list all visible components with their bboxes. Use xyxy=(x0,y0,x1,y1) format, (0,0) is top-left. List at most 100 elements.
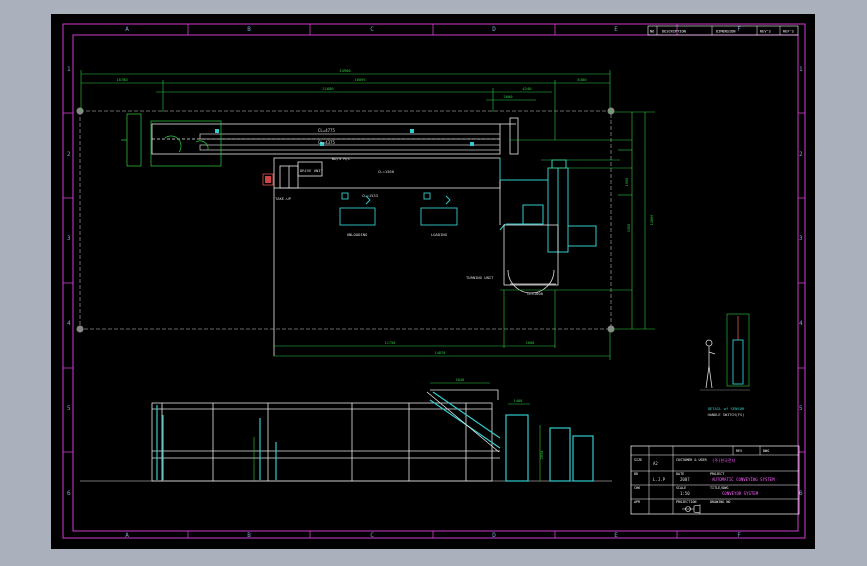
drive-unit-label: DRIVE UNIT xyxy=(300,168,324,173)
title-block-label: CHK xyxy=(634,486,641,490)
title-block-label: SCALE xyxy=(676,486,686,490)
revision-header: DESCRIPTION xyxy=(662,30,686,34)
revision-header: DIMENSION xyxy=(716,30,735,34)
dimension-total: 14870 xyxy=(435,351,446,355)
dimension-value: 4240 xyxy=(522,86,532,91)
plan-view: 34900 10780 16095 8300 21680 4240 2600 C… xyxy=(76,68,655,360)
revision-header: REF'S xyxy=(783,30,794,34)
dimension-lines-bottom xyxy=(274,290,611,360)
grid-col-label: D xyxy=(492,26,496,33)
drawing-sheet xyxy=(51,14,815,549)
title-block-label: CUSTOMER & USER xyxy=(676,458,708,462)
left-loop xyxy=(121,113,222,167)
dimension-lines-right xyxy=(500,111,655,330)
title-block-label: TITLE/DWG xyxy=(710,486,728,490)
title-block-label: PROJECT xyxy=(710,472,724,476)
grid-row-label: 4 xyxy=(799,320,803,327)
column-marker xyxy=(76,325,84,333)
grid-col-label: E xyxy=(614,532,618,539)
loading-station xyxy=(420,207,458,226)
unloading-station xyxy=(339,207,376,226)
dimension-value: 5040 xyxy=(456,378,465,382)
scale-value: 1:50 xyxy=(680,491,690,496)
drawing-title: CONVEYOR SYSTEM xyxy=(722,491,759,496)
elevation-view: 5040 1400 2854 xyxy=(80,378,612,482)
grid-col-label: C xyxy=(370,26,374,33)
grid-row-label: 1 xyxy=(799,66,803,73)
grid-row-label: 4 xyxy=(67,320,71,327)
belt-length-label: CL=1560 xyxy=(378,169,395,174)
grid-row-label: 2 xyxy=(67,151,71,158)
belt-length-label: CL=1600 xyxy=(527,291,544,296)
grid-col-label: F xyxy=(737,532,741,539)
dimension-value: 13860 xyxy=(650,215,654,226)
grid-rows-right: 1 2 3 4 5 6 xyxy=(799,66,803,497)
conveyor-upper-markers xyxy=(215,129,474,146)
grid-col-label: A xyxy=(125,26,129,33)
revision-header: REV'S xyxy=(760,30,771,34)
drive-labels: BD/3 M/C DRIVE UNIT TAKE-UP CL=1560 CL=1… xyxy=(275,156,395,201)
column-marker xyxy=(76,107,84,115)
dimension-value: 2854 xyxy=(540,451,544,460)
revision-header: NO xyxy=(650,30,654,34)
elevation-structure xyxy=(151,402,500,482)
detail-caption: DETAIL of SENSOR xyxy=(708,406,745,411)
grid-row-label: 6 xyxy=(799,490,803,497)
grid-row-label: 6 xyxy=(67,490,71,497)
grid-col-label: C xyxy=(370,532,374,539)
title-block-label: DATE xyxy=(676,472,684,476)
grid-row-label: 2 xyxy=(799,151,803,158)
title-block-label: DRAWING NO xyxy=(710,500,730,504)
station-labels: UNLOADING LOADING xyxy=(347,232,448,237)
grid-col-label: A xyxy=(125,532,129,539)
take-up-unit-fill xyxy=(265,176,271,183)
belt-labels: CL=4775 CL=4375 xyxy=(318,128,335,145)
dimension-lines-top xyxy=(80,70,611,140)
operator-figure xyxy=(705,339,716,389)
projection-symbol xyxy=(682,504,701,514)
title-block-label: PROJECTION xyxy=(676,500,696,504)
date-value: 2007 xyxy=(680,477,690,482)
stations xyxy=(339,192,458,226)
grid-columns-bottom: A B C D E F xyxy=(125,532,741,539)
loading-label: LOADING xyxy=(431,232,448,237)
elevation-dims xyxy=(253,382,541,481)
dimension-value: 1500 xyxy=(625,178,629,187)
title-block-label: DR xyxy=(634,472,639,476)
grid-rows-left: 1 2 3 4 5 6 xyxy=(67,66,71,497)
project-name: AUTOMATIC CONVEYING SYSTEM xyxy=(712,477,775,482)
dimension-value: 16095 xyxy=(354,77,365,82)
dimension-overall: 34900 xyxy=(339,68,351,73)
grid-ticks xyxy=(63,24,805,538)
sensor-detail: DETAIL of SENSOR HANDLE SWITCH(FS) xyxy=(700,313,750,417)
customer-name: (주)한국전자 xyxy=(712,457,736,463)
elevation-dim-text: 5040 1400 2854 xyxy=(456,378,544,459)
dimension-value: 3300 xyxy=(627,224,631,233)
grid-row-label: 5 xyxy=(799,405,803,412)
grid-col-label: B xyxy=(247,532,251,539)
dimension-value: 2600 xyxy=(503,94,513,99)
conveyor-upper xyxy=(151,117,519,155)
detail-caption: HANDLE SWITCH(FS) xyxy=(708,413,745,417)
title-block-label: DWG xyxy=(763,449,769,453)
dimension-text-top: 34900 10780 16095 8300 21680 4240 2600 xyxy=(116,68,587,99)
column-marker xyxy=(607,107,615,115)
grid-col-label: B xyxy=(247,26,251,33)
belt-length-label: CL=4775 xyxy=(318,128,335,133)
grid-row-label: 1 xyxy=(67,66,71,73)
grid-col-label: E xyxy=(614,26,618,33)
elevation-inclined xyxy=(426,389,500,453)
grid-columns-top: A B C D E F xyxy=(125,26,741,33)
title-block-label: REV xyxy=(736,449,742,453)
title-block-label: SIZE xyxy=(634,458,642,462)
grid-row-label: 3 xyxy=(799,235,803,242)
grid-col-label: F xyxy=(737,26,741,33)
title-block: CUSTOMER & USER SIZE DATE PROJECT DR SCA… xyxy=(630,445,800,515)
revision-table: NO DESCRIPTION DIMENSION REV'S REF'S xyxy=(647,25,799,36)
dimension-value: 1400 xyxy=(514,399,523,403)
dimension-value: 2600 xyxy=(526,341,535,345)
dimension-text-bottom: 11750 2600 14870 xyxy=(385,341,535,355)
turning-unit-label: TURNING UNIT xyxy=(466,275,494,280)
take-up-unit xyxy=(262,173,274,186)
